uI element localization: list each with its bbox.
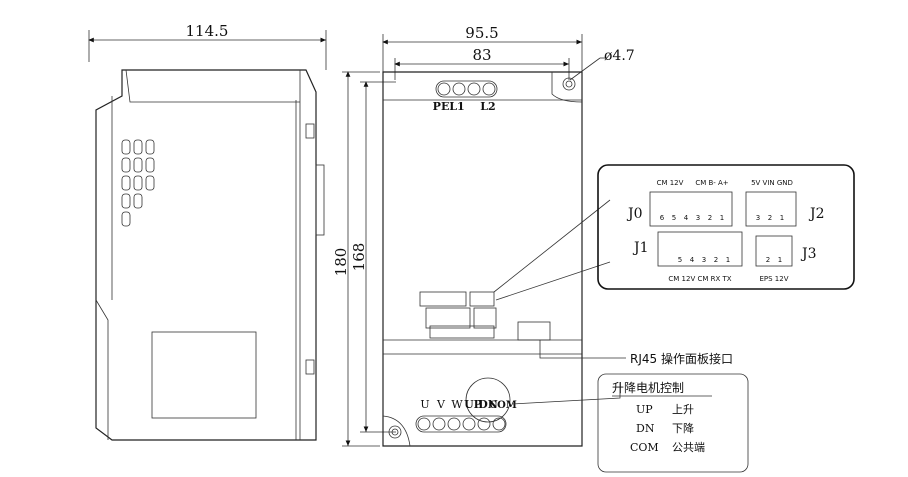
svg-text:1: 1 bbox=[720, 214, 724, 222]
legend-code-up: UP bbox=[636, 403, 653, 416]
bottom-terminal-block bbox=[415, 415, 507, 433]
legend-desc-up: 上升 bbox=[672, 403, 694, 416]
dim-mount-width: 83 bbox=[472, 46, 491, 64]
j0-label: J0 bbox=[626, 206, 643, 222]
terminal-dn: DN bbox=[478, 398, 498, 411]
svg-text:1: 1 bbox=[778, 256, 782, 264]
j3-label: J3 bbox=[800, 246, 817, 262]
j1-label: J1 bbox=[632, 240, 649, 256]
j1-bottom-label: CM 12V CM RX TX bbox=[668, 275, 731, 283]
terminal-v: V bbox=[436, 398, 446, 411]
j2-top-label: 5V VIN GND bbox=[751, 179, 793, 187]
svg-text:3: 3 bbox=[696, 214, 700, 222]
lift-motor-legend: 升降电机控制 UP 上升 DN 下降 COM 公共端 bbox=[597, 373, 749, 473]
svg-text:2: 2 bbox=[768, 214, 772, 222]
j1-pins: 5 4 3 2 1 bbox=[678, 256, 730, 264]
svg-text:6: 6 bbox=[660, 214, 665, 222]
svg-text:2: 2 bbox=[714, 256, 718, 264]
dim-hole-dia: ø4.7 bbox=[604, 48, 635, 64]
terminal-l2: L2 bbox=[480, 100, 495, 113]
j3-bottom-label: EPS 12V bbox=[759, 275, 788, 283]
legend-desc-dn: 下降 bbox=[672, 421, 694, 435]
svg-text:1: 1 bbox=[726, 256, 730, 264]
j0-top-label-a: CM 12V bbox=[657, 179, 684, 187]
svg-text:2: 2 bbox=[708, 214, 712, 222]
svg-text:4: 4 bbox=[690, 256, 695, 264]
legend-title: 升降电机控制 bbox=[612, 381, 684, 395]
j2-pins: 3 2 1 bbox=[756, 214, 784, 222]
vent-slots bbox=[121, 139, 155, 227]
terminal-w: W bbox=[451, 398, 463, 411]
svg-text:5: 5 bbox=[672, 214, 676, 222]
dim-front-width: 95.5 bbox=[465, 24, 498, 42]
svg-text:2: 2 bbox=[766, 256, 770, 264]
j2-label: J2 bbox=[808, 206, 825, 222]
j3-pins: 2 1 bbox=[766, 256, 782, 264]
svg-text:1: 1 bbox=[780, 214, 784, 222]
j0-top-label-b: CM B- A+ bbox=[695, 179, 728, 187]
terminal-com: COM bbox=[489, 400, 517, 411]
front-view: 95.5 83 ø4.7 180 168 bbox=[332, 24, 635, 447]
legend-code-com: COM bbox=[630, 441, 659, 454]
top-terminal-block bbox=[435, 80, 498, 98]
rj45-callout: RJ45 操作面板接口 bbox=[630, 351, 733, 366]
svg-text:3: 3 bbox=[702, 256, 706, 264]
connector-detail-panel: CM 12V CM B- A+ 5V VIN GND J0 6 5 4 3 2 … bbox=[597, 164, 855, 290]
dim-total-height: 180 bbox=[332, 248, 350, 277]
dim-mount-height: 168 bbox=[350, 243, 368, 272]
terminal-l1: L1 bbox=[449, 100, 464, 113]
terminal-u: U bbox=[420, 398, 429, 411]
terminal-up: UP bbox=[464, 398, 482, 411]
terminal-pe: PE bbox=[433, 100, 450, 113]
j0-pins: 6 5 4 3 2 1 bbox=[660, 214, 724, 222]
svg-text:3: 3 bbox=[756, 214, 760, 222]
dim-side-width: 114.5 bbox=[186, 22, 229, 40]
svg-text:4: 4 bbox=[684, 214, 689, 222]
legend-code-dn: DN bbox=[636, 422, 655, 435]
legend-desc-com: 公共端 bbox=[672, 441, 705, 454]
svg-text:5: 5 bbox=[678, 256, 682, 264]
side-view: 114.5 bbox=[88, 22, 327, 441]
